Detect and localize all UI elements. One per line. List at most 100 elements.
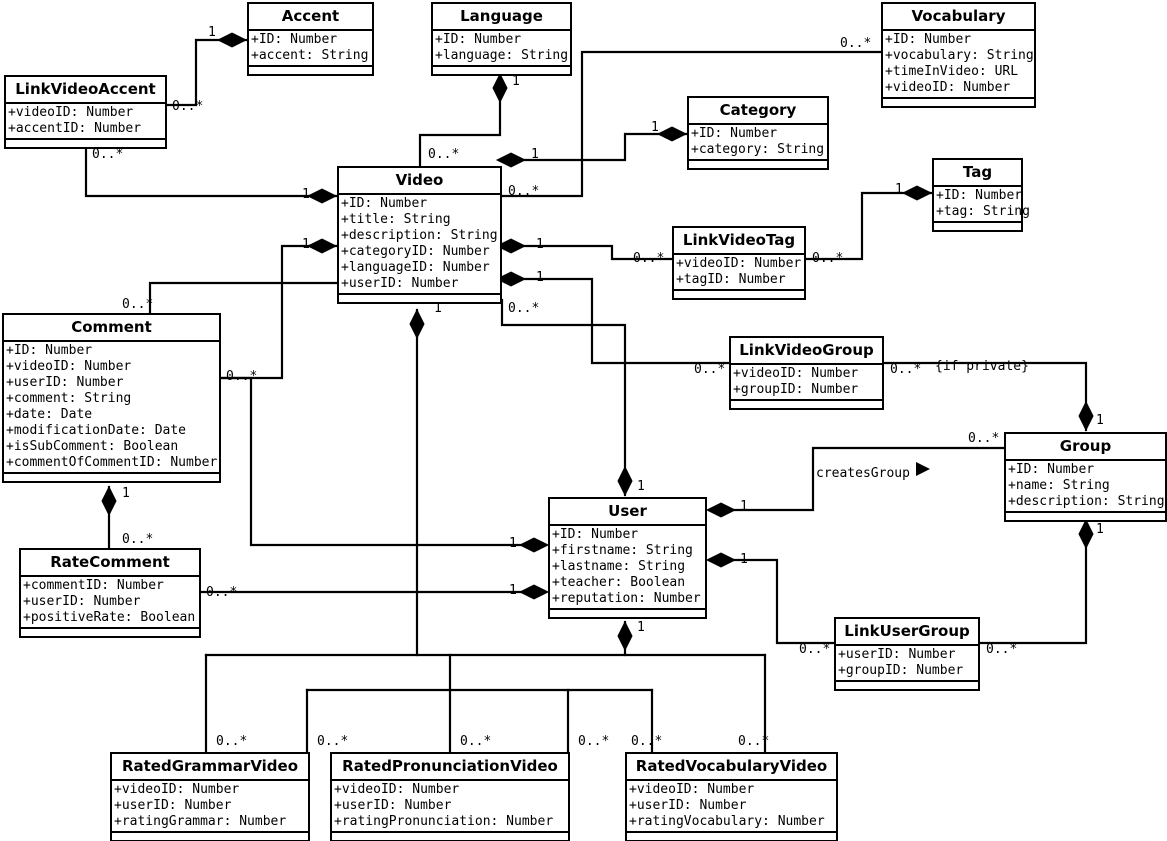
multiplicity-label: 0..* (460, 734, 492, 749)
class-box-user[interactable]: User +ID: Number+firstname: String+lastn… (548, 497, 707, 619)
diamond-group-bottom (1078, 518, 1094, 550)
link-linkvideotag-tag (804, 191, 933, 261)
class-box-ratecomment[interactable]: RateComment +commentID: Number+userID: N… (19, 548, 201, 638)
class-operations (339, 295, 500, 302)
class-title-accent: Accent (249, 4, 372, 31)
class-operations (112, 833, 308, 840)
class-attributes-group: +ID: Number+name: String+description: St… (1006, 461, 1165, 513)
class-title-tag: Tag (934, 160, 1021, 187)
multiplicity-label: 0..* (428, 147, 460, 162)
class-attribute: +positiveRate: Boolean (23, 610, 196, 625)
multiplicity-label: 0..* (122, 297, 154, 312)
multiplicity-label: 1 (637, 479, 645, 494)
multiplicity-label: 1 (302, 187, 310, 202)
class-attribute: +title: String (341, 212, 451, 227)
class-attribute: +userID: Number (6, 375, 124, 390)
link-user-linkusergroup (728, 558, 835, 645)
class-attribute: +modificationDate: Date (6, 423, 187, 438)
class-attribute: +ID: Number (435, 32, 522, 47)
class-operations (836, 682, 978, 689)
multiplicity-label: 1 (302, 237, 310, 252)
class-operations (689, 161, 827, 168)
class-box-tag[interactable]: Tag +ID: Number+tag: String (932, 158, 1030, 232)
class-box-category[interactable]: Category +ID: Number+category: String (687, 96, 829, 170)
class-attributes-ratecomment: +commentID: Number+userID: Number+positi… (21, 577, 199, 629)
class-title-category: Category (689, 98, 827, 125)
diamond-user-right-lug (705, 552, 737, 568)
multiplicity-label: 0..* (694, 362, 726, 377)
class-attribute: +videoID: Number (885, 80, 1011, 95)
class-attribute: +ratingVocabulary: Number (629, 814, 825, 829)
class-box-video[interactable]: Video +ID: Number+title: String+descript… (337, 166, 502, 304)
class-attribute: +videoID: Number (114, 782, 240, 797)
class-title-linkvideotag: LinkVideoTag (674, 228, 804, 255)
diamond-video-bottom (409, 308, 425, 340)
multiplicity-label: 1 (536, 270, 544, 285)
class-box-language[interactable]: Language +ID: Number+language: String (431, 2, 572, 76)
class-attribute: +lastname: String (552, 559, 686, 574)
class-operations (674, 291, 804, 298)
multiplicity-label: 0..* (812, 251, 844, 266)
class-box-group[interactable]: Group +ID: Number+name: String+descripti… (1004, 432, 1167, 522)
multiplicity-label: 1 (122, 486, 130, 501)
class-attribute: +userID: Number (341, 276, 459, 291)
class-attribute: +videoID: Number (8, 105, 134, 120)
class-operations (731, 401, 882, 408)
diamond-tag (901, 185, 933, 201)
multiplicity-label: 0..* (216, 734, 248, 749)
class-box-linkvideotag[interactable]: LinkVideoTag +videoID: Number+tagID: Num… (672, 226, 806, 300)
link-lva-video (84, 146, 338, 198)
class-attribute: +ID: Number (936, 188, 1023, 203)
multiplicity-label: 0..* (968, 431, 1000, 446)
class-box-comment[interactable]: Comment +ID: Number+videoID: Number+user… (2, 313, 221, 483)
class-attribute: +teacher: Boolean (552, 575, 686, 590)
class-attribute: +ID: Number (1008, 462, 1095, 477)
class-box-accent[interactable]: Accent +ID: Number+accent: String (247, 2, 374, 76)
class-title-ratedvocabularyvideo: RatedVocabularyVideo (627, 754, 836, 781)
class-operations (4, 474, 219, 481)
class-attribute: +category: String (691, 142, 825, 157)
multiplicity-label: 0..* (633, 251, 665, 266)
class-box-ratedvocabularyvideo[interactable]: RatedVocabularyVideo +videoID: Number+us… (625, 752, 838, 841)
class-title-vocabulary: Vocabulary (883, 4, 1034, 31)
class-box-linkusergroup[interactable]: LinkUserGroup +userID: Number+groupID: N… (834, 617, 980, 691)
class-attribute: +userID: Number (629, 798, 747, 813)
class-attribute: +tag: String (936, 204, 1030, 219)
multiplicity-label: 0..* (172, 99, 204, 114)
class-box-linkvideogroup[interactable]: LinkVideoGroup +videoID: Number+groupID:… (729, 336, 884, 410)
class-attribute: +commentOfCommentID: Number (6, 455, 218, 470)
multiplicity-label: 0..* (206, 585, 238, 600)
multiplicity-label: 0..* (799, 642, 831, 657)
class-attribute: +description: String (341, 228, 498, 243)
class-operations (6, 140, 165, 147)
class-attributes-ratedgrammarvideo: +videoID: Number+userID: Number+ratingGr… (112, 781, 308, 833)
multiplicity-label: 0..* (840, 36, 872, 51)
multiplicity-label: 1 (1096, 413, 1104, 428)
diamond-language (492, 72, 508, 104)
class-attributes-language: +ID: Number+language: String (433, 31, 570, 67)
class-attribute: +groupID: Number (838, 663, 964, 678)
class-box-ratedpronunciationvideo[interactable]: RatedPronunciationVideo +videoID: Number… (330, 752, 570, 841)
diamond-user-top (617, 465, 633, 497)
class-box-ratedgrammarvideo[interactable]: RatedGrammarVideo +videoID: Number+userI… (110, 752, 310, 841)
class-attribute: +comment: String (6, 391, 132, 406)
class-operations (883, 99, 1034, 106)
multiplicity-label: 0..* (226, 369, 258, 384)
class-attributes-linkvideogroup: +videoID: Number+groupID: Number (731, 365, 882, 401)
class-attribute: +videoID: Number (334, 782, 460, 797)
class-attribute: +ID: Number (341, 196, 428, 211)
multiplicity-label: 0..* (986, 642, 1018, 657)
multiplicity-label: 0..* (738, 734, 770, 749)
class-attribute: +firstname: String (552, 543, 693, 558)
diamond-user-left-comment (518, 537, 550, 553)
class-attribute: +ID: Number (885, 32, 972, 47)
class-attribute: +isSubComment: Boolean (6, 439, 179, 454)
class-box-linkvideoaccent[interactable]: LinkVideoAccent +videoID: Number+accentI… (4, 75, 167, 149)
class-attribute: +description: String (1008, 494, 1165, 509)
class-box-vocabulary[interactable]: Vocabulary +ID: Number+vocabulary: Strin… (881, 2, 1036, 108)
multiplicity-label: 0..* (122, 532, 154, 547)
class-attributes-user: +ID: Number+firstname: String+lastname: … (550, 526, 705, 610)
class-title-ratedpronunciationvideo: RatedPronunciationVideo (332, 754, 568, 781)
class-title-linkvideogroup: LinkVideoGroup (731, 338, 882, 365)
arrowhead-creates-group (916, 462, 930, 476)
